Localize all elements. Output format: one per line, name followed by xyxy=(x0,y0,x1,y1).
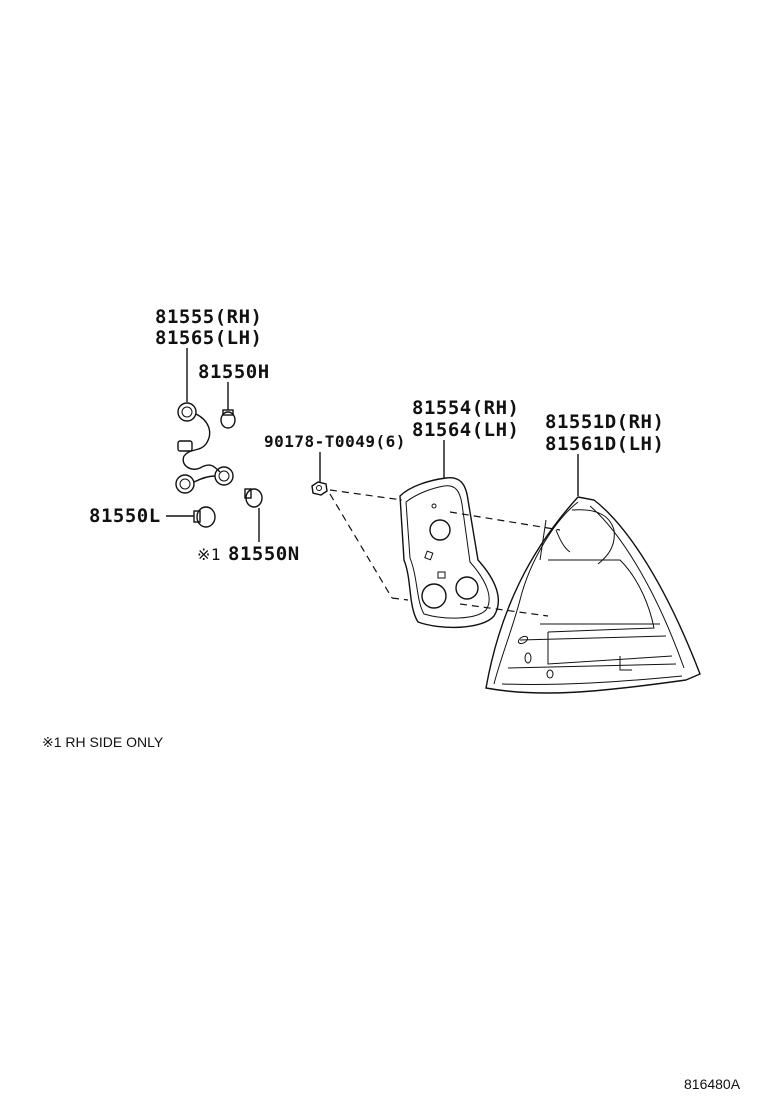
bulb-l-icon xyxy=(193,506,216,528)
gasket-lh-label: 81564(LH) xyxy=(412,419,520,441)
nut-icon xyxy=(311,481,328,496)
gasket-rh-label: 81554(RH) xyxy=(412,397,520,419)
bulb-h-label: 81550H xyxy=(198,361,270,383)
assembly-dashed-line-1 xyxy=(329,489,403,501)
assembly-dashed-line-4 xyxy=(391,597,409,601)
footnote: ※1 RH SIDE ONLY xyxy=(42,734,164,750)
diagram-id: 816480A xyxy=(684,1076,741,1092)
bulb-n-mark: ※1 xyxy=(197,545,222,564)
gasket-icon xyxy=(399,477,499,629)
assembly-dashed-line-5 xyxy=(459,603,549,617)
bulb-n-label: 81550N xyxy=(228,543,300,565)
bulb-n-icon xyxy=(244,488,263,508)
lens-rh-label: 81551D(RH) xyxy=(545,411,665,433)
lens-lh-label: 81561D(LH) xyxy=(545,433,665,455)
bulb-l-label: 81550L xyxy=(89,505,161,527)
assembly-dashed-line-3 xyxy=(329,493,393,599)
socket-lh-label: 81565(LH) xyxy=(155,327,263,349)
nut-label: 90178-T0049(6) xyxy=(264,432,406,451)
assembly-dashed-line-2 xyxy=(449,511,561,531)
socket-rh-label: 81555(RH) xyxy=(155,306,263,328)
tail-lamp-lens-icon xyxy=(485,496,701,694)
socket-harness-icon xyxy=(175,402,234,494)
bulb-h-icon xyxy=(220,409,236,429)
